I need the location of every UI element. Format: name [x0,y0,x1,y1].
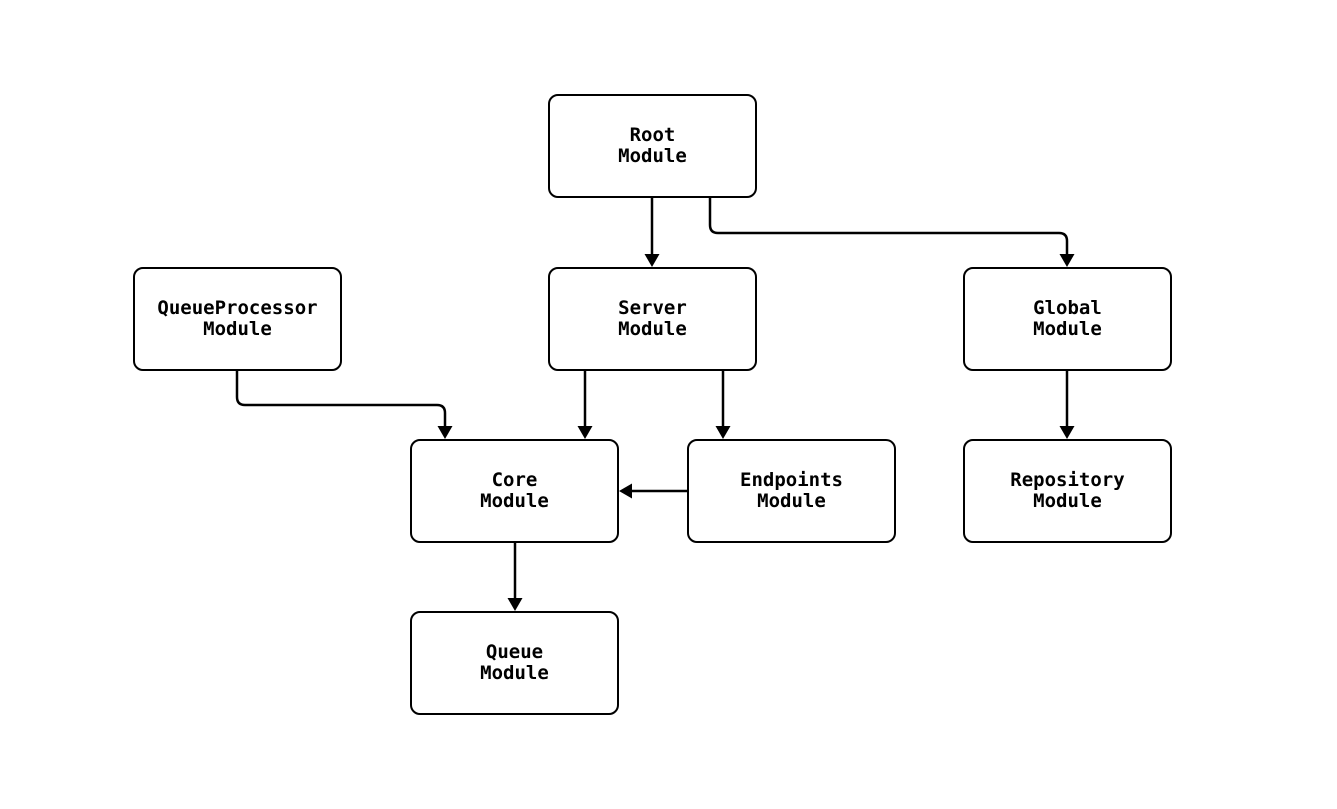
node-label: QueueProcessor Module [157,296,318,340]
edge-core-to-queue [507,543,523,611]
arrowhead-icon [507,598,523,611]
node-core-module: Core Module [410,439,619,543]
edge-global-to-repository [1059,371,1075,439]
arrowhead-icon [1059,426,1075,439]
arrowhead-icon [577,426,593,439]
edge-server-to-endpoints [715,371,731,439]
node-label: Server Module [618,296,687,340]
edge-root-to-global [708,198,1075,267]
arrowhead-icon [437,426,453,439]
node-label: Endpoints Module [740,468,843,512]
edge-queueProcessor-to-core [235,371,453,439]
node-label: Repository Module [1010,468,1125,512]
node-label: Core Module [480,468,549,512]
arrowhead-icon [619,483,632,499]
node-label: Global Module [1033,296,1102,340]
node-repository-module: Repository Module [963,439,1172,543]
edge-server-to-core [577,371,593,439]
edge-endpoints-to-core [619,483,687,499]
node-root-module: Root Module [548,94,757,198]
node-server-module: Server Module [548,267,757,371]
arrowhead-icon [1059,254,1075,267]
node-queue-module: Queue Module [410,611,619,715]
node-global-module: Global Module [963,267,1172,371]
node-label: Queue Module [480,640,549,684]
edge-root-to-server [644,198,660,267]
node-queueProcessor-module: QueueProcessor Module [133,267,342,371]
node-label: Root Module [618,123,687,167]
arrowhead-icon [644,254,660,267]
arrowhead-icon [715,426,731,439]
node-endpoints-module: Endpoints Module [687,439,896,543]
